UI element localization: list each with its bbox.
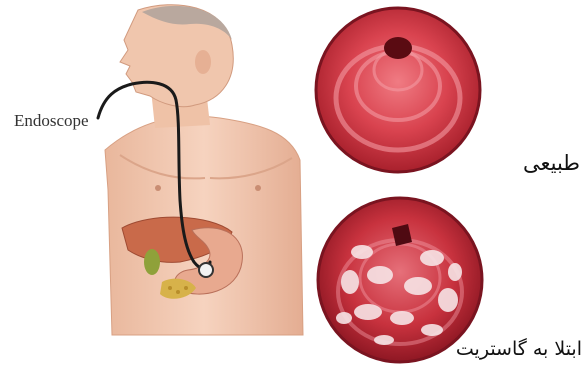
normal-stomach-view xyxy=(316,8,480,172)
gastritis-label: ابتلا به گاستریت xyxy=(432,338,582,360)
normal-label: طبیعی xyxy=(462,151,580,175)
normal-lumen xyxy=(384,37,412,59)
endoscope-tip xyxy=(199,263,213,277)
gallbladder xyxy=(144,249,160,275)
endoscope-label: Endoscope xyxy=(14,111,89,131)
ear xyxy=(195,50,211,74)
